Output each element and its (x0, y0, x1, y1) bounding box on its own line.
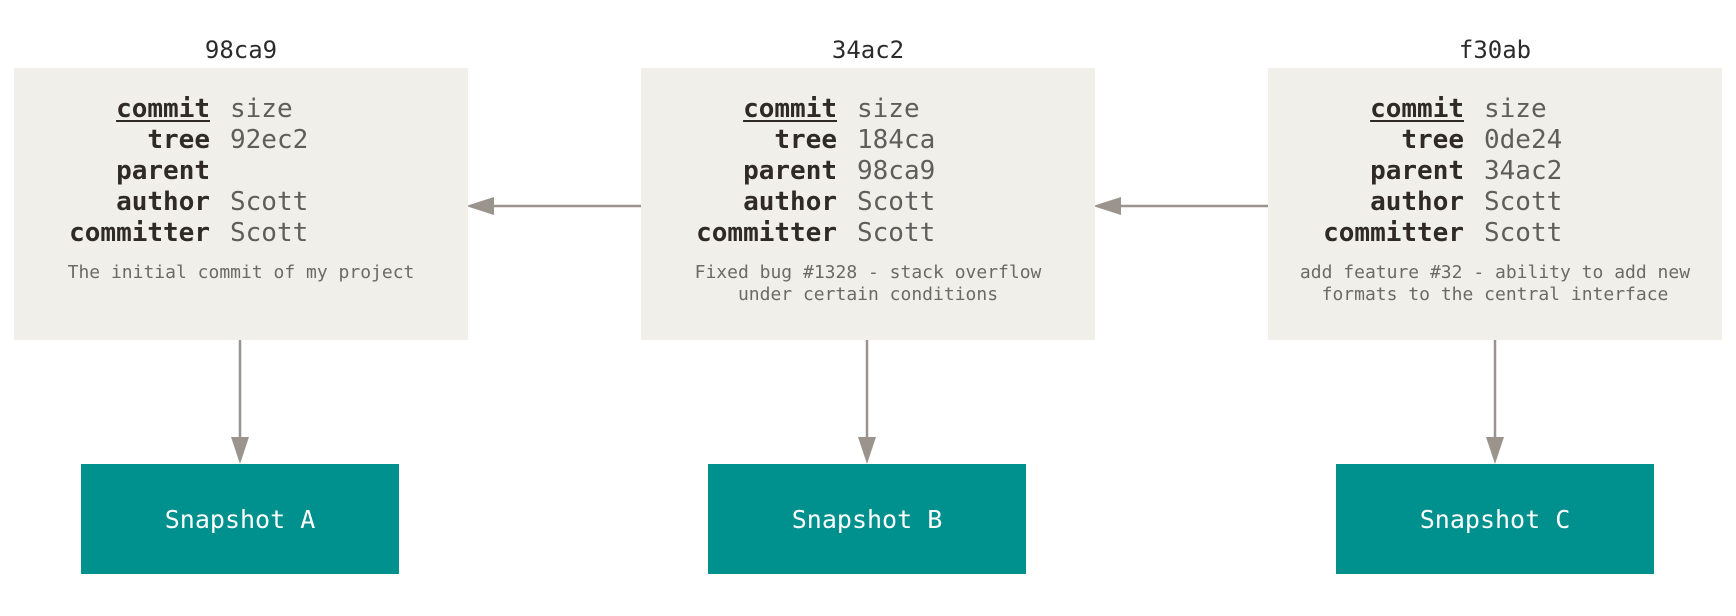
parent-field-row: parent (14, 156, 468, 187)
field-key: author (1370, 187, 1464, 217)
field-value: Scott (230, 187, 309, 217)
parent-arrowhead-3 (1093, 197, 1121, 215)
field-key: tree (147, 125, 210, 155)
snapshot-box: Snapshot C (1336, 464, 1654, 574)
field-value: 0de24 (1484, 125, 1563, 155)
snapshot-arrowhead-2 (858, 437, 876, 464)
parent-field-row: parent 98ca9 (641, 156, 1095, 187)
committer-field-row: committer Scott (14, 218, 468, 249)
field-key: committer (696, 218, 837, 248)
commit-message-line: The initial commit of my project (67, 262, 415, 283)
commit-message-line: Fixed bug #1328 - stack overflow (694, 262, 1042, 283)
snapshot-box: Snapshot A (81, 464, 399, 574)
commit-hash-label: 34ac2 (831, 36, 905, 64)
commit-message: The initial commit of my project (14, 262, 468, 284)
field-value: Scott (1484, 218, 1563, 248)
field-value: 184ca (857, 125, 936, 155)
commit-field-row: commit size (641, 94, 1095, 125)
field-value: Scott (230, 218, 309, 248)
snapshot-arrowhead-3 (1486, 437, 1504, 464)
commit-message: add feature #32 - ability to add new for… (1268, 262, 1722, 306)
commit-object-box: commit size tree 92ec2 parent author Sco… (14, 68, 468, 340)
field-key: committer (1323, 218, 1464, 248)
commit-field-row: commit size (14, 94, 468, 125)
tree-field-row: tree 92ec2 (14, 125, 468, 156)
field-key: commit (1370, 94, 1464, 124)
commit-field-row: commit size (1268, 94, 1722, 125)
field-value: Scott (857, 218, 936, 248)
committer-field-row: committer Scott (641, 218, 1095, 249)
commit-metadata: commit size tree 184ca parent 98ca9 auth… (641, 94, 1095, 249)
parent-arrowhead-2 (466, 197, 494, 215)
field-value: size (1484, 94, 1547, 124)
parent-field-row: parent 34ac2 (1268, 156, 1722, 187)
commit-message-line: under certain conditions (737, 284, 999, 305)
commit-message: Fixed bug #1328 - stack overflow under c… (641, 262, 1095, 306)
field-key: author (743, 187, 837, 217)
tree-field-row: tree 184ca (641, 125, 1095, 156)
field-value: 34ac2 (1484, 156, 1563, 186)
field-key: parent (1370, 156, 1464, 186)
commit-object-box: commit size tree 184ca parent 98ca9 auth… (641, 68, 1095, 340)
commit-metadata: commit size tree 0de24 parent 34ac2 auth… (1268, 94, 1722, 249)
field-value: size (857, 94, 920, 124)
field-key: commit (116, 94, 210, 124)
author-field-row: author Scott (641, 187, 1095, 218)
field-value: size (230, 94, 293, 124)
commit-message-line: formats to the central interface (1321, 284, 1669, 305)
field-key: committer (69, 218, 210, 248)
field-value: 92ec2 (230, 125, 309, 155)
committer-field-row: committer Scott (1268, 218, 1722, 249)
commit-object-box: commit size tree 0de24 parent 34ac2 auth… (1268, 68, 1722, 340)
snapshot-box: Snapshot B (708, 464, 1026, 574)
field-key: parent (116, 156, 210, 186)
field-key: author (116, 187, 210, 217)
field-key: tree (774, 125, 837, 155)
author-field-row: author Scott (1268, 187, 1722, 218)
field-value: Scott (1484, 187, 1563, 217)
field-key: tree (1401, 125, 1464, 155)
commit-hash-label: 98ca9 (204, 36, 278, 64)
field-key: commit (743, 94, 837, 124)
author-field-row: author Scott (14, 187, 468, 218)
snapshot-arrowhead-1 (231, 437, 249, 464)
commit-metadata: commit size tree 92ec2 parent author Sco… (14, 94, 468, 249)
commit-message-line: add feature #32 - ability to add new (1299, 262, 1691, 283)
commit-hash-label: f30ab (1458, 36, 1532, 64)
field-value: 98ca9 (857, 156, 936, 186)
field-value: Scott (857, 187, 936, 217)
tree-field-row: tree 0de24 (1268, 125, 1722, 156)
field-key: parent (743, 156, 837, 186)
